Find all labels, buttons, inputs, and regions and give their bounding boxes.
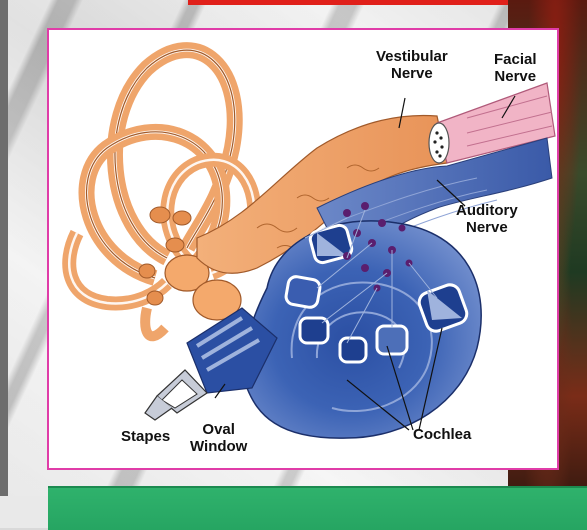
label-oval-window: Oval Window — [190, 421, 248, 455]
cochlea-icon — [243, 202, 482, 439]
label-auditory-nerve: Auditory Nerve — [456, 202, 518, 236]
stapes-icon — [144, 369, 208, 421]
inner-ear-diagram — [62, 42, 556, 439]
bottom-left-strip — [0, 496, 48, 528]
leader-lines — [214, 95, 516, 431]
top-accent-bar — [188, 0, 528, 5]
left-edge — [0, 0, 8, 528]
vestibular-nerve-shape — [196, 114, 448, 274]
label-cochlea: Cochlea — [413, 426, 472, 443]
vestibule-icon — [138, 206, 242, 321]
oval-window-shape — [186, 307, 278, 394]
bottom-green-bar — [48, 486, 587, 530]
label-stapes: Stapes — [121, 428, 171, 445]
label-vestibular-nerve: Vestibular Nerve — [376, 48, 448, 82]
label-facial-nerve: Facial Nerve — [494, 51, 537, 85]
